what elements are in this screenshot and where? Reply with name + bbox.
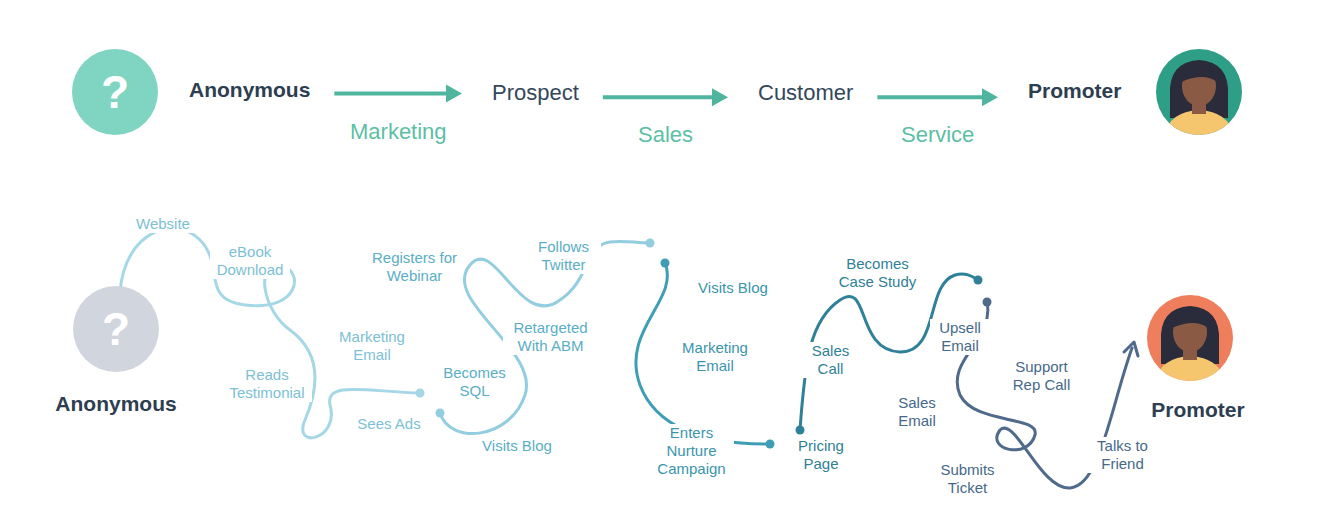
touchpoint-label: Enters Nurture Campaign — [649, 424, 734, 478]
stage-arrow — [334, 85, 462, 103]
touchpoint-label: eBook Download — [210, 243, 290, 279]
stage-action: Service — [898, 122, 977, 148]
touchpoint-label: Marketing Email — [327, 328, 417, 364]
question-circle: ? — [72, 49, 158, 135]
stage-label: Prospect — [492, 80, 579, 106]
touchpoint-label: Sales Call — [803, 342, 858, 378]
stage-label: Customer — [758, 80, 853, 106]
touchpoint-label: Sees Ads — [349, 415, 429, 433]
stage-label: Promoter — [1028, 78, 1121, 103]
stage-arrow — [603, 88, 728, 106]
touchpoint-label: Visits Blog — [688, 279, 778, 297]
stage-label: Anonymous — [189, 77, 310, 102]
journey-path — [120, 228, 1138, 488]
touchpoint-label: Becomes SQL — [437, 364, 512, 400]
avatar-top — [1156, 49, 1242, 140]
touchpoint-label: Retargeted With ABM — [503, 319, 598, 355]
stage-label: Anonymous — [189, 77, 310, 102]
stage-arrow — [877, 88, 998, 106]
touchpoint-label: Website — [118, 215, 208, 233]
touchpoint-label: Submits Ticket — [935, 461, 1000, 497]
touchpoint-label: Visits Blog — [472, 437, 562, 455]
question-mark: ? — [102, 306, 130, 352]
stage-label: Promoter — [1133, 398, 1263, 422]
stage-label: Customer — [758, 80, 853, 106]
question-circle: ?Anonymous — [73, 286, 159, 372]
stage-label: Promoter — [1028, 78, 1121, 103]
touchpoint-label: Reads Testimonial — [222, 366, 312, 402]
touchpoint-label: Talks to Friend — [1085, 437, 1160, 473]
touchpoint-label: Becomes Case Study — [830, 255, 925, 291]
avatar-bottom — [1147, 295, 1233, 386]
stage-label: Anonymous — [55, 392, 176, 416]
touchpoint-label: Support Rep Call — [1004, 358, 1079, 394]
touchpoint-label: Marketing Email — [670, 339, 760, 375]
touchpoint-label: Upsell Email — [930, 319, 990, 355]
stage-action: Sales — [635, 122, 696, 148]
touchpoint-label: Pricing Page — [786, 437, 856, 473]
touchpoint-label: Registers for Webinar — [367, 249, 462, 285]
stage-action: Marketing — [347, 119, 450, 145]
question-mark: ? — [101, 69, 129, 115]
stage-label: Prospect — [492, 80, 579, 106]
touchpoint-label: Sales Email — [887, 394, 947, 430]
touchpoint-label: Follows Twitter — [526, 238, 601, 274]
